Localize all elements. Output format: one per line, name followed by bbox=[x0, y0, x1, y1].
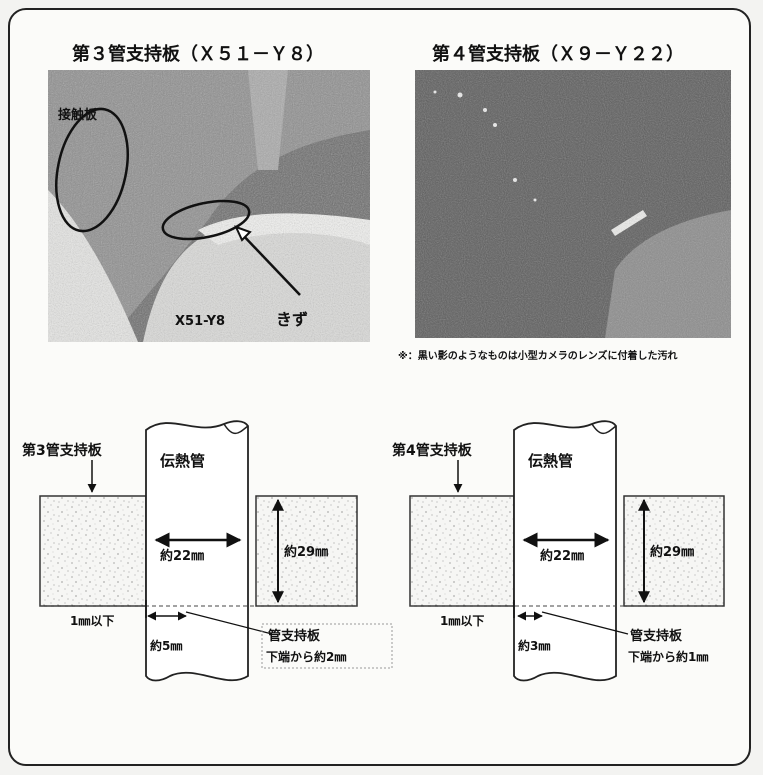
left-tube-label: 伝熱管 bbox=[160, 452, 205, 470]
right-diagram bbox=[409, 420, 725, 682]
left-diagram bbox=[39, 420, 393, 682]
left-plate-left-block bbox=[39, 495, 147, 607]
contact-plate-label: 接触板 bbox=[58, 108, 98, 123]
left-plate-label: 第3管支持板 bbox=[22, 442, 103, 459]
left-tube-width-label: 約22㎜ bbox=[160, 548, 204, 564]
right-tube-label: 伝熱管 bbox=[528, 452, 573, 470]
right-flaw-length-label: 約3㎜ bbox=[518, 638, 550, 653]
left-callout-box bbox=[261, 623, 393, 669]
left-callout-line2: 下端から約2㎜ bbox=[266, 649, 346, 664]
left-flaw-length-label: 約5㎜ bbox=[150, 638, 182, 653]
left-plate-thickness-label: 約29㎜ bbox=[284, 544, 328, 560]
left-gap-label: 1㎜以下 bbox=[70, 614, 114, 628]
left-title: 第３管支持板（Ｘ５１－Ｙ８） bbox=[72, 44, 324, 65]
right-plate-left-block bbox=[409, 495, 515, 607]
right-callout-line1: 管支持板 bbox=[630, 628, 683, 644]
position-label: X51-Y8 bbox=[175, 314, 226, 329]
right-plate-label: 第4管支持板 bbox=[392, 442, 473, 459]
right-plate-thickness-label: 約29㎜ bbox=[650, 544, 694, 560]
right-callout-line2: 下端から約1㎜ bbox=[628, 649, 708, 664]
lens-dirt-note: ※：黒い影のようなものは小型カメラのレンズに付着した汚れ bbox=[398, 351, 678, 362]
right-callout-leader bbox=[541, 611, 629, 635]
left-callout-line1: 管支持板 bbox=[268, 628, 321, 644]
right-tube-width-label: 約22㎜ bbox=[540, 548, 584, 564]
left-callout-leader bbox=[185, 611, 273, 635]
right-photo bbox=[415, 70, 731, 338]
right-title: 第４管支持板（Ｘ９－Ｙ２２） bbox=[432, 44, 684, 65]
right-gap-label: 1㎜以下 bbox=[440, 614, 484, 628]
flaw-label: きず bbox=[276, 310, 309, 329]
